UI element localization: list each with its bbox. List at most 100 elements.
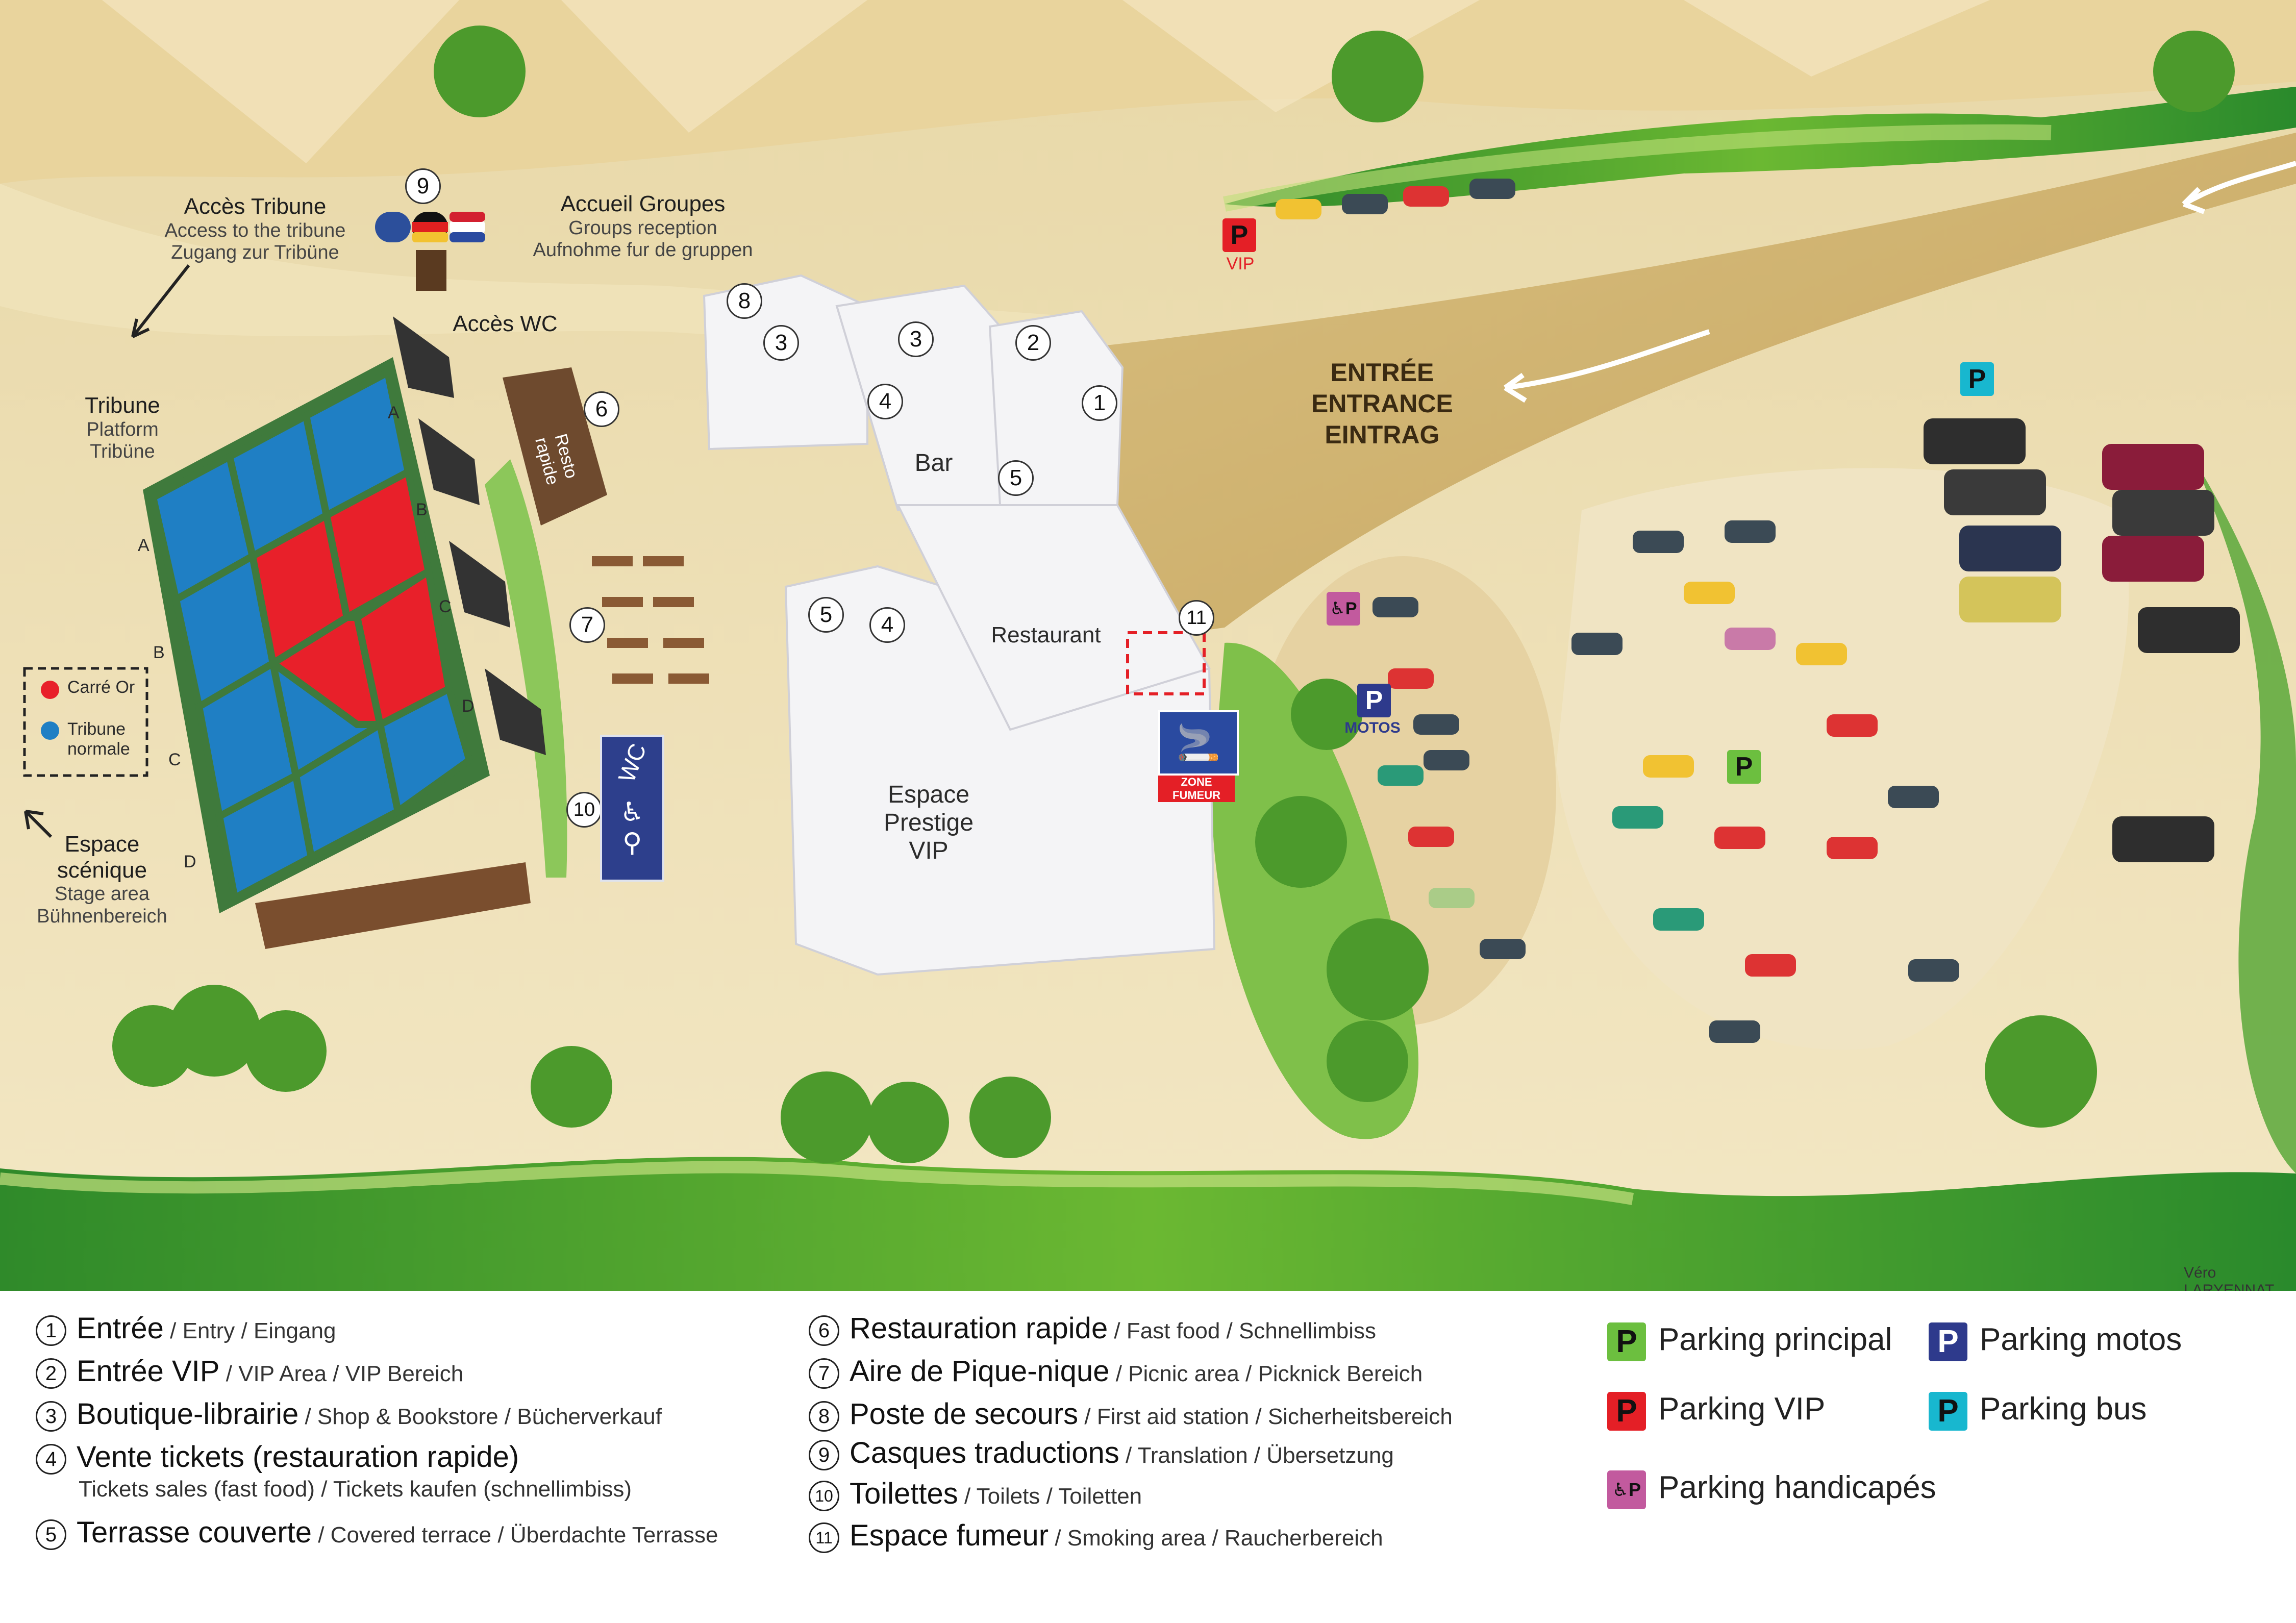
stand-letter-c-left: C xyxy=(168,750,181,769)
espace-scenique-fr2: scénique xyxy=(57,857,147,883)
parking-key-motos: P Parking motos xyxy=(1929,1321,2182,1361)
parking-principal-mark[interactable]: P xyxy=(1727,750,1761,784)
espace-prestige-label: Espace Prestige VIP xyxy=(867,781,990,865)
stand-letter-d-left: D xyxy=(184,852,196,871)
legend-num-1: 1 xyxy=(36,1315,66,1346)
accueil-groupes-de: Aufnohme fur de gruppen xyxy=(533,239,753,261)
parking-bus-icon: P xyxy=(1929,1391,1967,1431)
marker-2[interactable]: 2 xyxy=(1015,325,1051,361)
marker-3a[interactable]: 3 xyxy=(763,325,799,361)
terrain-background xyxy=(0,0,2296,1291)
marker-9[interactable]: 9 xyxy=(405,168,441,204)
parking-handicap-mark[interactable]: ♿P xyxy=(1327,592,1360,626)
acces-wc-label: Accès WC xyxy=(439,311,571,337)
tribune-normale-legend: Tribune normale xyxy=(67,719,149,759)
people-icon: ⚲ xyxy=(622,828,642,858)
acces-tribune-de: Zugang zur Tribüne xyxy=(171,242,339,264)
parking-bus-label: Parking bus xyxy=(1980,1391,2147,1427)
wc-sign: WC ♿ ⚲ xyxy=(600,735,664,882)
legend-rest-6: Fast food / Schnellimbiss xyxy=(1126,1318,1376,1343)
credit: Véro LARYENNAT xyxy=(2184,1264,2275,1291)
legend-fr-7: Aire de Pique-nique xyxy=(850,1355,1110,1388)
tribune-normale-line1: Tribune xyxy=(67,719,126,739)
carre-or-seating xyxy=(248,466,453,730)
parking-vip-label: Parking VIP xyxy=(1658,1391,1826,1427)
parking-vip-icon: P xyxy=(1607,1391,1646,1431)
marker-7[interactable]: 7 xyxy=(569,607,605,643)
legend-rest-3: Shop & Bookstore / Bücherverkauf xyxy=(317,1404,662,1429)
legend-fr-3: Boutique-librairie xyxy=(77,1397,299,1431)
marker-5a[interactable]: 5 xyxy=(998,460,1034,496)
espace-scenique-de: Bühnenbereich xyxy=(37,905,167,927)
legend-fr-10: Toilettes xyxy=(850,1477,958,1510)
marker-4b[interactable]: 4 xyxy=(869,607,905,643)
marker-5b[interactable]: 5 xyxy=(808,597,844,633)
parking-principal-icon: P xyxy=(1607,1322,1646,1361)
parking-motos-mark[interactable]: P xyxy=(1357,684,1391,717)
zone-fumeur-label: ZONE FUMEUR xyxy=(1158,776,1235,802)
legend-rest-1: Entry / Eingang xyxy=(182,1318,336,1343)
espace-prestige-line1: Espace xyxy=(887,781,970,808)
espace-scenique-label: Espace scénique Stage area Bühnenbereich xyxy=(0,832,204,928)
tribune-en: Platform xyxy=(86,418,159,440)
legend-fr-8: Poste de secours xyxy=(850,1397,1079,1431)
acces-wc-text: Accès WC xyxy=(453,311,558,336)
legend-fr-6: Restauration rapide xyxy=(850,1312,1108,1345)
marker-6[interactable]: 6 xyxy=(584,391,619,427)
marker-8[interactable]: 8 xyxy=(727,283,762,319)
legend-fr-9: Casques traductions xyxy=(850,1436,1119,1469)
legend-num-11: 11 xyxy=(809,1522,839,1553)
legend-rest-4: Tickets sales (fast food) / Tickets kauf… xyxy=(79,1476,632,1502)
marker-10[interactable]: 10 xyxy=(566,792,602,828)
acces-tribune-en: Access to the tribune xyxy=(164,219,346,241)
espace-scenique-fr1: Espace xyxy=(64,832,140,857)
legend-fr-5: Terrasse couverte xyxy=(77,1516,312,1549)
entree-fr: ENTRÉE xyxy=(1330,358,1434,387)
accueil-groupes-label: Accueil Groupes Groups reception Aufnohm… xyxy=(510,191,776,262)
accueil-groupes-fr: Accueil Groupes xyxy=(560,191,726,216)
legend-rest-11: Smoking area / Raucherbereich xyxy=(1067,1526,1383,1551)
tribune-label: Tribune Platform Tribüne xyxy=(61,393,184,463)
marker-3b[interactable]: 3 xyxy=(898,321,934,357)
acces-tribune-fr: Accès Tribune xyxy=(184,194,327,219)
legend-fr-4: Vente tickets (restauration rapide) xyxy=(77,1440,519,1474)
stand-letter-a-right: A xyxy=(388,403,400,422)
marker-1[interactable]: 1 xyxy=(1082,385,1117,421)
restaurant-label: Restaurant xyxy=(991,622,1101,647)
marker-11[interactable]: 11 xyxy=(1179,600,1214,636)
parking-motos-label: Parking motos xyxy=(1980,1322,2182,1357)
motos-label: MOTOS xyxy=(1344,719,1401,736)
legend-fr-1: Entrée xyxy=(77,1312,164,1345)
legend-num-2: 2 xyxy=(36,1358,66,1389)
parking-bus-mark[interactable]: P xyxy=(1960,362,1994,396)
tribune-fr: Tribune xyxy=(85,393,160,418)
zone-fumeur-line1: ZONE xyxy=(1181,776,1212,788)
tribune-de: Tribüne xyxy=(90,441,155,463)
parking-vip-mark[interactable]: P xyxy=(1222,218,1256,252)
parking-motos-icon: P xyxy=(1929,1322,1967,1361)
marker-4a[interactable]: 4 xyxy=(867,384,903,419)
legend-rest-10: Toilets / Toiletten xyxy=(976,1484,1142,1509)
legend-rest-8: First aid station / Sicherheitsbereich xyxy=(1096,1404,1453,1429)
cigarette-icon: 🚬 xyxy=(1158,710,1239,776)
legend-num-3: 3 xyxy=(36,1401,66,1432)
toilet-icon: ♿ xyxy=(620,797,644,827)
zone-fumeur-line2: FUMEUR xyxy=(1172,789,1221,802)
espace-prestige-line2: Prestige xyxy=(883,809,974,837)
legend-num-9: 9 xyxy=(809,1439,839,1470)
parking-handicapes-icon: ♿P xyxy=(1607,1470,1646,1509)
stand-letter-b-right: B xyxy=(416,500,428,519)
entree-label: ENTRÉE ENTRANCE EINTRAG xyxy=(1311,357,1453,451)
tribune-normale-line2: normale xyxy=(67,739,130,759)
